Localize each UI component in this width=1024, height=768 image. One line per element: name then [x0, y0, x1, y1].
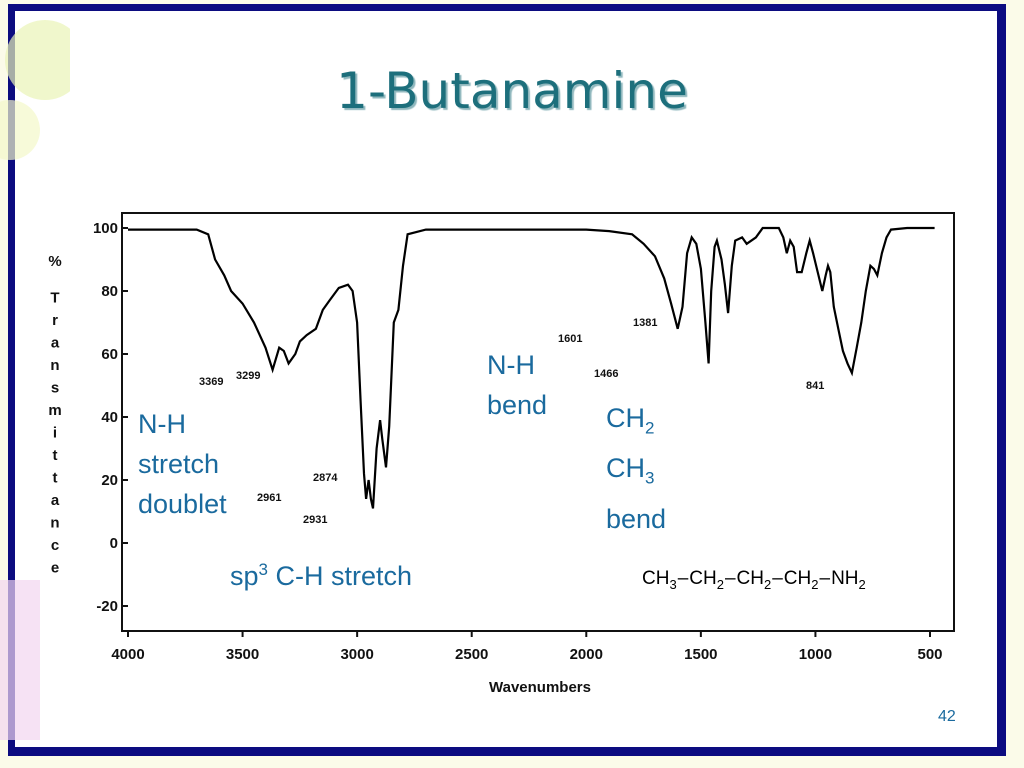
ch3-text: CH [606, 453, 645, 484]
ch2-text: CH [606, 403, 645, 433]
ch-bend-annotation: CH2 CH3 bend [606, 398, 666, 539]
y-axis-label-char: i [53, 425, 57, 442]
y-tick-label: 40 [101, 409, 118, 426]
y-tick-label: 80 [101, 283, 118, 300]
x-tick-label: 1500 [684, 646, 717, 663]
peak-label: 3299 [236, 370, 260, 382]
y-axis-label-char: a [51, 335, 60, 352]
bond-dash: – [772, 568, 783, 589]
peak-label: 1381 [633, 317, 657, 329]
formula-subscript: 2 [858, 576, 866, 592]
ch3-subscript: 3 [645, 468, 655, 488]
y-axis-label-char: T [50, 290, 59, 307]
formula-group: CH2 [689, 568, 724, 592]
formula-group: NH2 [831, 568, 866, 592]
y-axis-label-char: m [48, 402, 61, 419]
y-tick-label: 0 [110, 535, 118, 552]
y-axis-label-char: a [51, 492, 60, 509]
peak-label: 841 [806, 380, 824, 392]
x-tick-label: 3000 [340, 646, 373, 663]
sp3-superscript: 3 [258, 560, 268, 579]
x-tick-label: 2500 [455, 646, 488, 663]
formula-group: CH3 [642, 568, 677, 592]
formula-subscript: 2 [811, 576, 819, 592]
y-axis-label-char: e [51, 560, 59, 577]
peak-label: 2961 [257, 492, 281, 504]
y-axis-label-char: t [53, 470, 58, 487]
x-axis-label: Wavenumbers [489, 679, 591, 696]
sp3-ch-stretch-annotation: sp3 C-H stretch [230, 550, 412, 596]
y-axis-label-char: % [48, 253, 61, 270]
page-number: 42 [938, 708, 956, 725]
formula-group: CH2 [736, 568, 772, 592]
plot-area-frame [121, 212, 955, 632]
formula-subscript: 2 [716, 576, 724, 592]
annotation-line: N-H [487, 350, 535, 380]
annotation-line: stretch [138, 449, 220, 479]
annotation-line: doublet [138, 489, 227, 519]
x-tick-label: 1000 [799, 646, 832, 663]
peak-labels: 3369 3299 2961 2931 2874 1601 1466 1381 … [199, 317, 824, 526]
formula-subscript: 3 [669, 576, 677, 592]
peak-label: 2874 [313, 472, 338, 484]
slide-title: 1-Butanamine [336, 62, 688, 120]
x-tick-label: 3500 [226, 646, 259, 663]
y-tick-label: 20 [101, 472, 118, 489]
peak-label: 3369 [199, 376, 223, 388]
nh-bend-annotation: N-H bend [487, 345, 547, 425]
annotation-line: bend [487, 390, 548, 420]
y-tick-label: -20 [96, 598, 118, 615]
y-axis-label-char: t [53, 447, 58, 464]
y-axis-label-char: n [50, 357, 59, 374]
bend-text: bend [606, 503, 667, 534]
nh-stretch-annotation: N-H stretch doublet [138, 404, 227, 524]
bond-dash: – [819, 568, 831, 589]
x-tick-label: 2000 [570, 646, 603, 663]
y-tick-label: 100 [93, 220, 118, 237]
y-axis-label-char: n [50, 515, 59, 532]
x-tick-label: 4000 [111, 646, 144, 663]
peak-label: 1466 [594, 368, 618, 380]
annotation-line: N-H [138, 409, 186, 439]
y-tick-label: 60 [101, 346, 118, 363]
y-axis-label-char: c [51, 537, 59, 554]
ch2-subscript: 2 [645, 418, 655, 438]
structural-formula: CH3–CH2–CH2–CH2–NH2 [642, 568, 866, 592]
x-tick-label: 500 [917, 646, 942, 663]
formula-subscript: 2 [763, 576, 772, 592]
decorative-balloons [0, 20, 70, 740]
x-axis: 4000 3500 3000 2500 2000 1500 1000 500 [111, 631, 943, 663]
y-axis-label-char: r [52, 312, 58, 329]
y-axis-label-char: s [51, 380, 59, 397]
peak-label: 1601 [558, 333, 582, 345]
y-axis: 100 80 60 40 20 0 -20 [93, 220, 128, 615]
formula-group: CH2 [783, 568, 819, 592]
sp-prefix: sp [230, 561, 259, 591]
bond-dash: – [677, 568, 689, 589]
bond-dash: – [724, 568, 736, 589]
spectrum-line [128, 226, 935, 509]
peak-label: 2931 [303, 514, 327, 526]
ch-stretch-text: C-H stretch [268, 561, 413, 591]
